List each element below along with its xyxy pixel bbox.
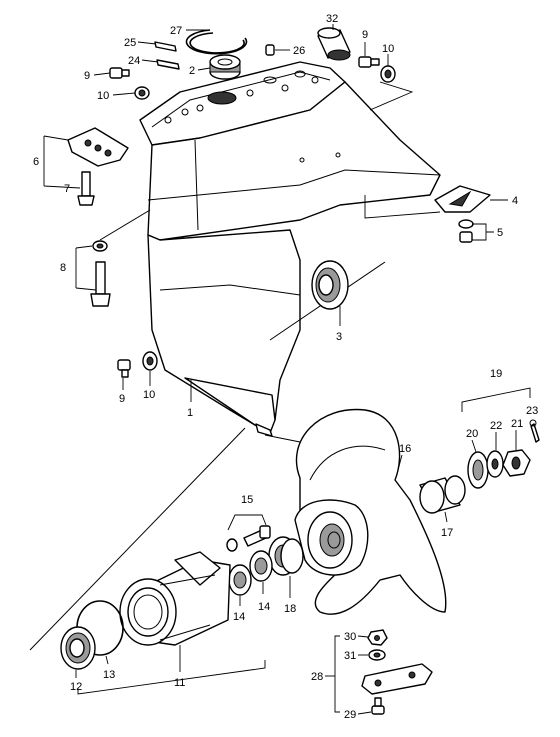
propeller-16 — [294, 408, 447, 615]
callout-24: 24 — [128, 55, 140, 67]
callout-29: 29 — [344, 709, 356, 721]
callout-6: 6 — [33, 156, 39, 168]
bearing-12 — [60, 626, 96, 670]
callout-13: 13 — [103, 669, 115, 681]
callout-1: 1 — [187, 407, 193, 419]
callout-8: 8 — [60, 262, 66, 274]
callout-17: 17 — [441, 527, 453, 539]
bearing-carrier-11 — [119, 551, 231, 646]
callout-9-lower: 9 — [119, 393, 125, 405]
spacer-17 — [419, 475, 466, 514]
screw-29 — [371, 697, 385, 715]
callout-4: 4 — [512, 195, 518, 207]
washer-15 — [226, 538, 238, 552]
washer-5 — [458, 219, 474, 229]
callout-2: 2 — [189, 65, 195, 77]
callout-18: 18 — [284, 603, 296, 615]
cotter-pin-23 — [529, 419, 540, 443]
callout-23: 23 — [526, 405, 538, 417]
plate-28 — [361, 663, 433, 695]
callout-14b: 14 — [258, 601, 270, 613]
callout-27: 27 — [170, 25, 182, 37]
washer-31 — [368, 649, 386, 661]
key-25 — [154, 41, 177, 52]
callout-10-top-left: 10 — [97, 90, 109, 102]
callout-31: 31 — [344, 650, 356, 662]
callout-3: 3 — [336, 331, 342, 343]
callout-7: 7 — [64, 183, 70, 195]
callout-14a: 14 — [233, 611, 245, 623]
callout-12: 12 — [70, 681, 82, 693]
callout-30: 30 — [344, 631, 356, 643]
washer-10-top-left — [134, 86, 150, 100]
callout-21: 21 — [511, 418, 523, 430]
callout-15: 15 — [241, 494, 253, 506]
callout-9-top-left: 9 — [84, 70, 90, 82]
snap-ring-27 — [185, 29, 248, 55]
screw-5 — [459, 231, 473, 243]
washer-8 — [92, 240, 108, 252]
anode-plate-6 — [67, 127, 129, 167]
oil-seal-14a — [228, 564, 252, 596]
callout-20: 20 — [466, 428, 478, 440]
bearing-2 — [209, 54, 241, 80]
callout-5: 5 — [497, 227, 503, 239]
callout-19: 19 — [490, 368, 502, 380]
gear-case — [99, 61, 441, 437]
washer-10-top-right — [380, 65, 396, 83]
callout-26: 26 — [293, 45, 305, 57]
callout-11: 11 — [174, 677, 185, 689]
bearing-3 — [311, 260, 349, 310]
callout-22: 22 — [490, 420, 502, 432]
washer-20 — [467, 451, 489, 489]
screw-9-top-left — [109, 67, 130, 79]
seal-18 — [268, 536, 304, 576]
callout-25: 25 — [124, 37, 136, 49]
callout-10-lower: 10 — [143, 389, 155, 401]
callout-9-top-right: 9 — [362, 29, 368, 41]
oil-seal-14b — [249, 550, 273, 582]
key-24 — [156, 59, 180, 70]
callout-28: 28 — [311, 671, 323, 683]
callout-10-top-right: 10 — [382, 43, 394, 55]
callout-labels: 27 25 24 26 2 32 9 10 9 10 6 7 8 — [33, 13, 538, 721]
washer-10-lower — [142, 351, 158, 371]
callout-16: 16 — [399, 443, 411, 455]
screw-9-lower — [117, 359, 131, 378]
bolt-7 — [77, 171, 95, 206]
trim-tab-4 — [434, 185, 491, 213]
washer-22 — [486, 450, 504, 478]
bolt-15 — [243, 525, 271, 547]
bolt-8 — [90, 261, 111, 307]
nut-21 — [502, 449, 531, 477]
pin-26 — [265, 44, 275, 56]
callout-32: 32 — [326, 13, 338, 25]
sleeve-32 — [317, 27, 351, 61]
screw-9-top-right — [358, 56, 380, 68]
nut-30 — [367, 629, 388, 646]
